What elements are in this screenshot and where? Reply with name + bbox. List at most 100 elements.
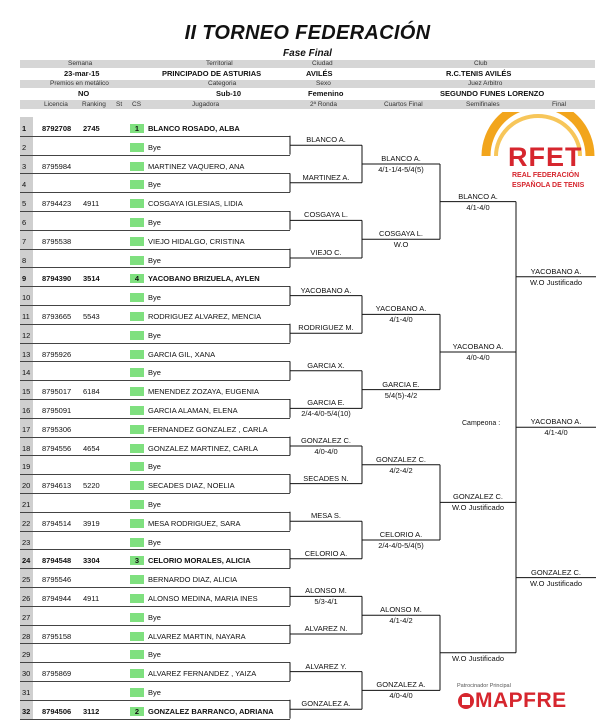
player-number: 21: [22, 500, 31, 509]
player-cs: 3: [130, 556, 144, 566]
player-cs: [130, 330, 144, 340]
player-licencia: 8795017: [42, 387, 72, 397]
player-name: YACOBANO BRIZUELA, AYLEN: [148, 274, 260, 284]
round2-winner: GARCIA X.: [307, 360, 345, 370]
player-number: 13: [22, 349, 31, 359]
value-ciudad: AVILÉS: [306, 69, 333, 78]
player-licencia: 8794556: [42, 443, 72, 453]
col-ranking: Ranking: [82, 101, 106, 108]
logo-line2: ESPAÑOLA DE TENIS: [512, 182, 585, 189]
header-club: Club: [474, 60, 488, 67]
player-ranking: 3919: [83, 518, 100, 528]
player-cs: 4: [130, 274, 144, 284]
quarter-winner: GONZALEZ A.: [376, 680, 426, 690]
player-licencia: 8795926: [42, 349, 72, 359]
round2-winner: MESA S.: [310, 511, 341, 521]
value-sexo: Femenino: [308, 89, 344, 98]
header-sexo: Sexo: [316, 80, 331, 87]
round2-winner: ALVAREZ Y.: [305, 661, 347, 671]
player-row: 16 8795091 GARCIA ALAMAN, ELENA: [20, 399, 290, 419]
player-number: 3: [22, 161, 27, 171]
round2-winner: CELORIO A.: [304, 548, 348, 558]
page-subtitle: Fase Final: [283, 48, 332, 59]
player-cs: [130, 518, 144, 528]
col-cs: CS: [132, 101, 142, 108]
logo-text: RFET: [508, 142, 583, 172]
player-licencia: 8795546: [42, 575, 72, 585]
semi-winner: BLANCO A.: [458, 191, 498, 201]
player-name: MENENDEZ ZOZAYA, EUGENIA: [148, 387, 259, 397]
player-licencia: 8795091: [42, 406, 72, 415]
player-number: 16: [22, 406, 31, 415]
player-number: 31: [22, 688, 31, 697]
col-cuartos: Cuartos Final: [384, 101, 423, 108]
header-territorial: Territorial: [206, 60, 233, 67]
player-ranking: 4911: [83, 199, 100, 209]
header-categoria: Categoria: [208, 80, 237, 87]
quarter-winner: CELORIO A.: [379, 530, 423, 539]
player-ranking: 2745: [83, 124, 100, 133]
player-number: 30: [22, 669, 31, 679]
player-number: 28: [22, 631, 31, 641]
semi-score: 4/1-4/0: [466, 202, 490, 212]
col-semifinales: Semifinales: [466, 101, 500, 108]
player-cs: [130, 406, 144, 415]
player-ranking: 3514: [83, 274, 100, 284]
col-2ronda: 2ª Ronda: [310, 101, 337, 108]
player-name: GARCIA ALAMAN, ELENA: [148, 406, 238, 415]
info-value-row: 23-mar-15 PRINCIPADO DE ASTURIAS AVILÉS …: [20, 69, 595, 78]
player-name: ALVAREZ FERNANDEZ , YAIZA: [148, 669, 257, 679]
quarter-score: W.O: [393, 240, 409, 250]
final-winner: YACOBANO A.: [530, 266, 582, 276]
player-name: Bye: [148, 368, 161, 378]
player-ranking: 5220: [83, 481, 100, 491]
player-number: 24: [22, 556, 31, 566]
final-winner: GONZALEZ C.: [530, 567, 581, 577]
player-cs: [130, 387, 144, 397]
info-value-row-2: NO Sub-10 Femenino SEGUNDO FUNES LORENZO: [20, 89, 595, 98]
player-number: 15: [22, 387, 31, 397]
player-number: 25: [22, 575, 31, 585]
champion-score: 4/1-4/0: [544, 428, 568, 438]
player-name: MARTINEZ VAQUERO, ANA: [148, 161, 245, 171]
player-name: COSGAYA IGLESIAS, LIDIA: [148, 199, 243, 209]
champion-label: Campeona :: [462, 420, 501, 428]
player-name: ALONSO MEDINA, MARIA INES: [148, 594, 258, 603]
quarter-winner: YACOBANO A.: [375, 304, 427, 314]
value-categoria: Sub-10: [216, 89, 242, 98]
value-semana: 23-mar-15: [64, 69, 100, 78]
player-number: 12: [22, 330, 31, 340]
col-st: St: [116, 101, 123, 108]
player-cs: [130, 537, 144, 547]
player-number: 9: [22, 274, 27, 284]
player-number: 18: [22, 443, 31, 453]
round2-score: 5/3-4/1: [314, 597, 338, 607]
final-score: W.O Justificado: [529, 277, 583, 287]
player-licencia: 8794548: [42, 556, 72, 566]
round2-winner: BLANCO A.: [306, 135, 346, 145]
player-cs: [130, 669, 144, 679]
player-ranking: 4911: [83, 594, 100, 603]
player-row: 15 8795017 6184 MENENDEZ ZOZAYA, EUGENIA: [20, 380, 290, 400]
player-cs: [130, 575, 144, 585]
col-final: Final: [552, 101, 567, 108]
value-territorial: PRINCIPADO DE ASTURIAS: [162, 69, 262, 78]
player-ranking: 6184: [83, 387, 100, 397]
sponsor-label: Patrocinador Principal: [457, 683, 511, 689]
player-name: ALVAREZ MARTIN, NAYARA: [148, 631, 246, 641]
semi-winner: GONZALEZ C.: [452, 492, 503, 502]
quarter-score: 4/0-4/0: [389, 691, 413, 701]
player-number: 29: [22, 650, 31, 660]
